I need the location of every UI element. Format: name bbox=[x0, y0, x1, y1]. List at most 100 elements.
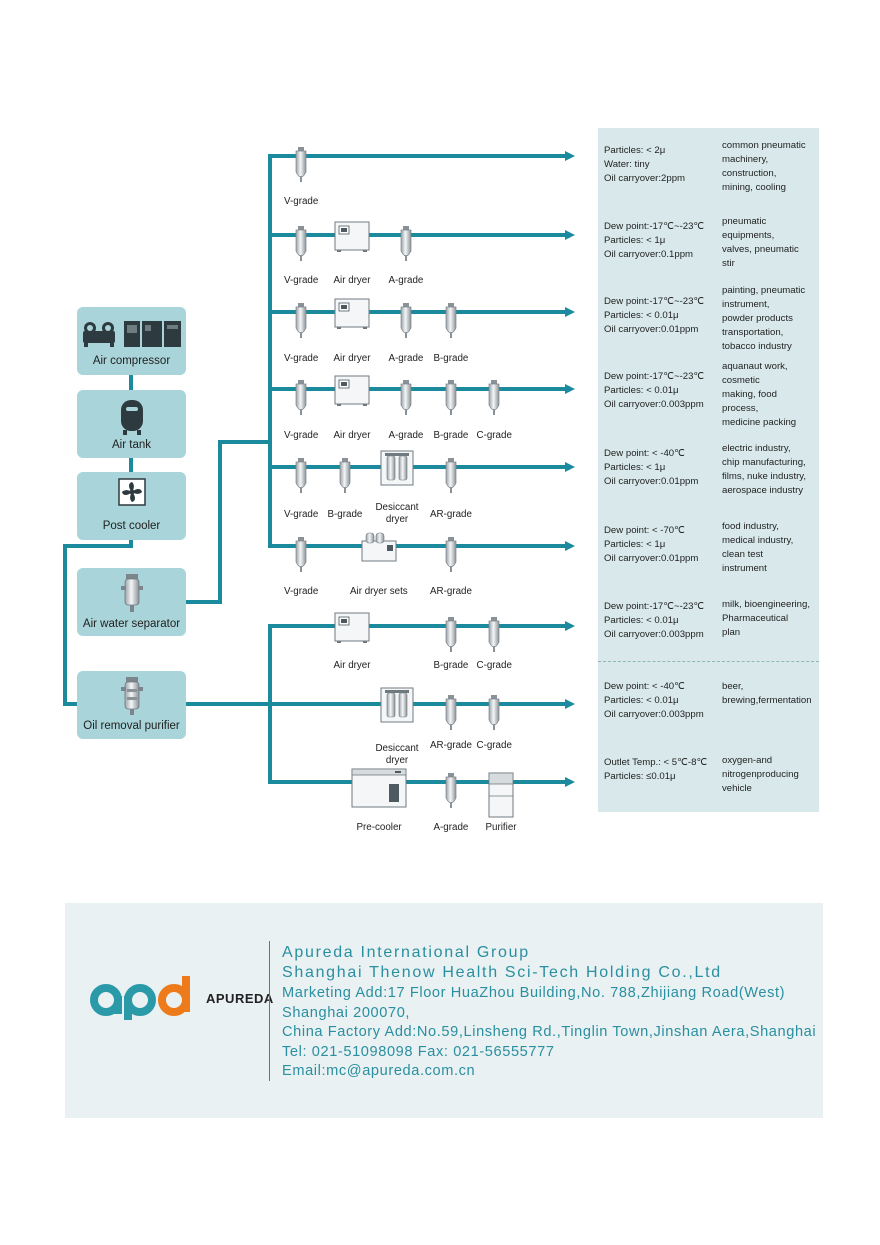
branch-spec: Dew point: < -70℃ Particles: < 1μ Oil ca… bbox=[604, 524, 724, 566]
spec-line: Particles: < 2μ bbox=[604, 145, 666, 156]
filter-icon bbox=[445, 303, 457, 338]
branch-info-5: Dew point: < -40℃ Particles: < 1μ Oil ca… bbox=[598, 432, 819, 509]
spec-line: Particles: < 1μ bbox=[604, 235, 666, 246]
application-line: tobacco industry bbox=[722, 341, 792, 352]
filter-icon bbox=[339, 458, 351, 493]
filter-icon bbox=[445, 537, 457, 572]
component-label: C-grade bbox=[476, 430, 512, 441]
filter-icon bbox=[445, 695, 457, 730]
air-dryer-icon bbox=[334, 612, 370, 643]
branch-applications: painting, pneumatic instrument, powder p… bbox=[722, 284, 818, 354]
component-label: A-grade bbox=[388, 430, 424, 441]
application-line: aquanaut work, bbox=[722, 361, 788, 372]
component-label: Desiccant dryer bbox=[375, 743, 419, 766]
air-compressor-icon bbox=[83, 321, 181, 347]
purifier-icon bbox=[121, 677, 143, 715]
application-line: films, nuke industry, bbox=[722, 471, 807, 482]
source-box-oil-removal-purifier: Oil removal purifier bbox=[77, 671, 186, 739]
filter-icon bbox=[488, 617, 500, 652]
spec-line: Particles: < 1μ bbox=[604, 462, 666, 473]
branch-applications: milk, bioengineering, Pharmaceutical pla… bbox=[722, 598, 818, 640]
component-label: Desiccant dryer bbox=[375, 502, 419, 525]
source-label: Oil removal purifier bbox=[83, 720, 180, 732]
spec-line: Particles: < 1μ bbox=[604, 539, 666, 550]
phone-fax: Tel: 021-51098098 Fax: 021-56555777 bbox=[282, 1044, 555, 1060]
component-label: Purifier bbox=[485, 822, 517, 833]
component-label: V-grade bbox=[284, 586, 319, 597]
source-box-air-compressor: Air compressor bbox=[77, 307, 186, 375]
component-label: A-grade bbox=[388, 353, 424, 364]
source-label: Air tank bbox=[112, 439, 151, 451]
apd-logo-icon bbox=[90, 976, 190, 1020]
component-label: A-grade bbox=[388, 275, 424, 286]
branch-spec: Particles: < 2μ Water: tiny Oil carryove… bbox=[604, 144, 724, 186]
filter-icon bbox=[400, 303, 412, 338]
spec-line: Water: tiny bbox=[604, 159, 650, 170]
spec-line: Oil carryover:0.01ppm bbox=[604, 476, 699, 487]
branch-applications: food industry, medical industry, clean t… bbox=[722, 520, 818, 576]
component-label: Air dryer bbox=[333, 430, 371, 441]
branch-info-4: Dew point:-17℃~-23℃ Particles: < 0.01μ O… bbox=[598, 356, 819, 433]
spec-line: Oil carryover:0.1ppm bbox=[604, 249, 694, 260]
application-line: vehicle bbox=[722, 783, 752, 794]
application-line: electric industry, bbox=[722, 443, 791, 454]
branch-info-1: Particles: < 2μ Water: tiny Oil carryove… bbox=[598, 128, 819, 206]
application-line: valves, pneumatic bbox=[722, 244, 799, 255]
component-label: AR-grade bbox=[430, 509, 472, 520]
component-label: B-grade bbox=[433, 430, 469, 441]
logo-wordmark: APUREDA bbox=[206, 991, 274, 1006]
branch-applications: beer, brewing,fermentation bbox=[722, 680, 818, 708]
component-label: B-grade bbox=[433, 353, 469, 364]
application-line: instrument, bbox=[722, 299, 770, 310]
branch-spec: Dew point: < -40℃ Particles: < 1μ Oil ca… bbox=[604, 447, 724, 489]
air-dryer-icon bbox=[334, 375, 370, 406]
branch-applications: aquanaut work, cosmetic making, food pro… bbox=[722, 360, 818, 430]
factory-address: China Factory Add:No.59,Linsheng Rd.,Tin… bbox=[282, 1024, 817, 1040]
spec-line: Dew point:-17℃~-23℃ bbox=[604, 371, 705, 382]
branch-info-7: Dew point:-17℃~-23℃ Particles: < 0.01μ O… bbox=[598, 585, 819, 662]
component-label: AR-grade bbox=[430, 586, 472, 597]
component-label: V-grade bbox=[284, 196, 319, 207]
application-line: machinery, bbox=[722, 154, 769, 165]
marketing-address: Marketing Add:17 Floor HuaZhou Building,… bbox=[282, 985, 786, 1001]
spec-line: Oil carryover:0.003ppm bbox=[604, 629, 704, 640]
component-label: Air dryer sets bbox=[350, 586, 408, 597]
application-line: chip manufacturing, bbox=[722, 457, 806, 468]
source-box-post-cooler: Post cooler bbox=[77, 472, 186, 540]
branch-applications: pneumatic equipments, valves, pneumatic … bbox=[722, 215, 818, 271]
company-footer: APUREDA Apureda International Group Shan… bbox=[65, 903, 823, 1118]
application-line: powder products bbox=[722, 313, 793, 324]
application-line: aerospace industry bbox=[722, 485, 804, 496]
application-line: brewing,fermentation bbox=[722, 695, 812, 706]
application-line: cosmetic bbox=[722, 375, 760, 386]
filter-icon bbox=[295, 147, 307, 182]
branch-info-3: Dew point:-17℃~-23℃ Particles: < 0.01μ O… bbox=[598, 280, 819, 357]
component-label: Air dryer bbox=[333, 275, 371, 286]
spec-line: Dew point: < -40℃ bbox=[604, 681, 685, 692]
spec-line: Particles: < 0.01μ bbox=[604, 310, 679, 321]
filter-icon bbox=[400, 380, 412, 415]
source-label: Air compressor bbox=[92, 355, 171, 367]
spec-line: Dew point:-17℃~-23℃ bbox=[604, 296, 705, 307]
application-line: common pneumatic bbox=[722, 140, 806, 151]
spec-line: Particles: < 0.01μ bbox=[604, 385, 679, 396]
spec-line: Dew point: < -70℃ bbox=[604, 525, 685, 536]
email-address: Email:mc@apureda.com.cn bbox=[282, 1063, 476, 1079]
application-line: instrument bbox=[722, 563, 767, 574]
component-label: Pre-cooler bbox=[356, 822, 402, 833]
spec-line: Oil carryover:2ppm bbox=[604, 173, 686, 184]
air-dryer-sets-icon bbox=[361, 532, 397, 562]
application-line: stir bbox=[722, 258, 735, 269]
pipe-network bbox=[63, 151, 575, 787]
fan-icon bbox=[118, 478, 146, 506]
footer-divider bbox=[269, 941, 270, 1081]
marketing-city: Shanghai 200070, bbox=[282, 1005, 411, 1021]
flow-diagram bbox=[63, 147, 575, 818]
spec-line: Oil carryover:0.003ppm bbox=[604, 399, 704, 410]
application-line: medicine packing bbox=[722, 417, 797, 428]
source-label: Post cooler bbox=[102, 520, 161, 532]
filter-icon bbox=[295, 303, 307, 338]
branch-info-2: Dew point:-17℃~-23℃ Particles: < 1μ Oil … bbox=[598, 205, 819, 281]
application-line: pneumatic bbox=[722, 216, 767, 227]
spec-line: Outlet Temp.: < 5℃-8℃ bbox=[604, 757, 708, 768]
